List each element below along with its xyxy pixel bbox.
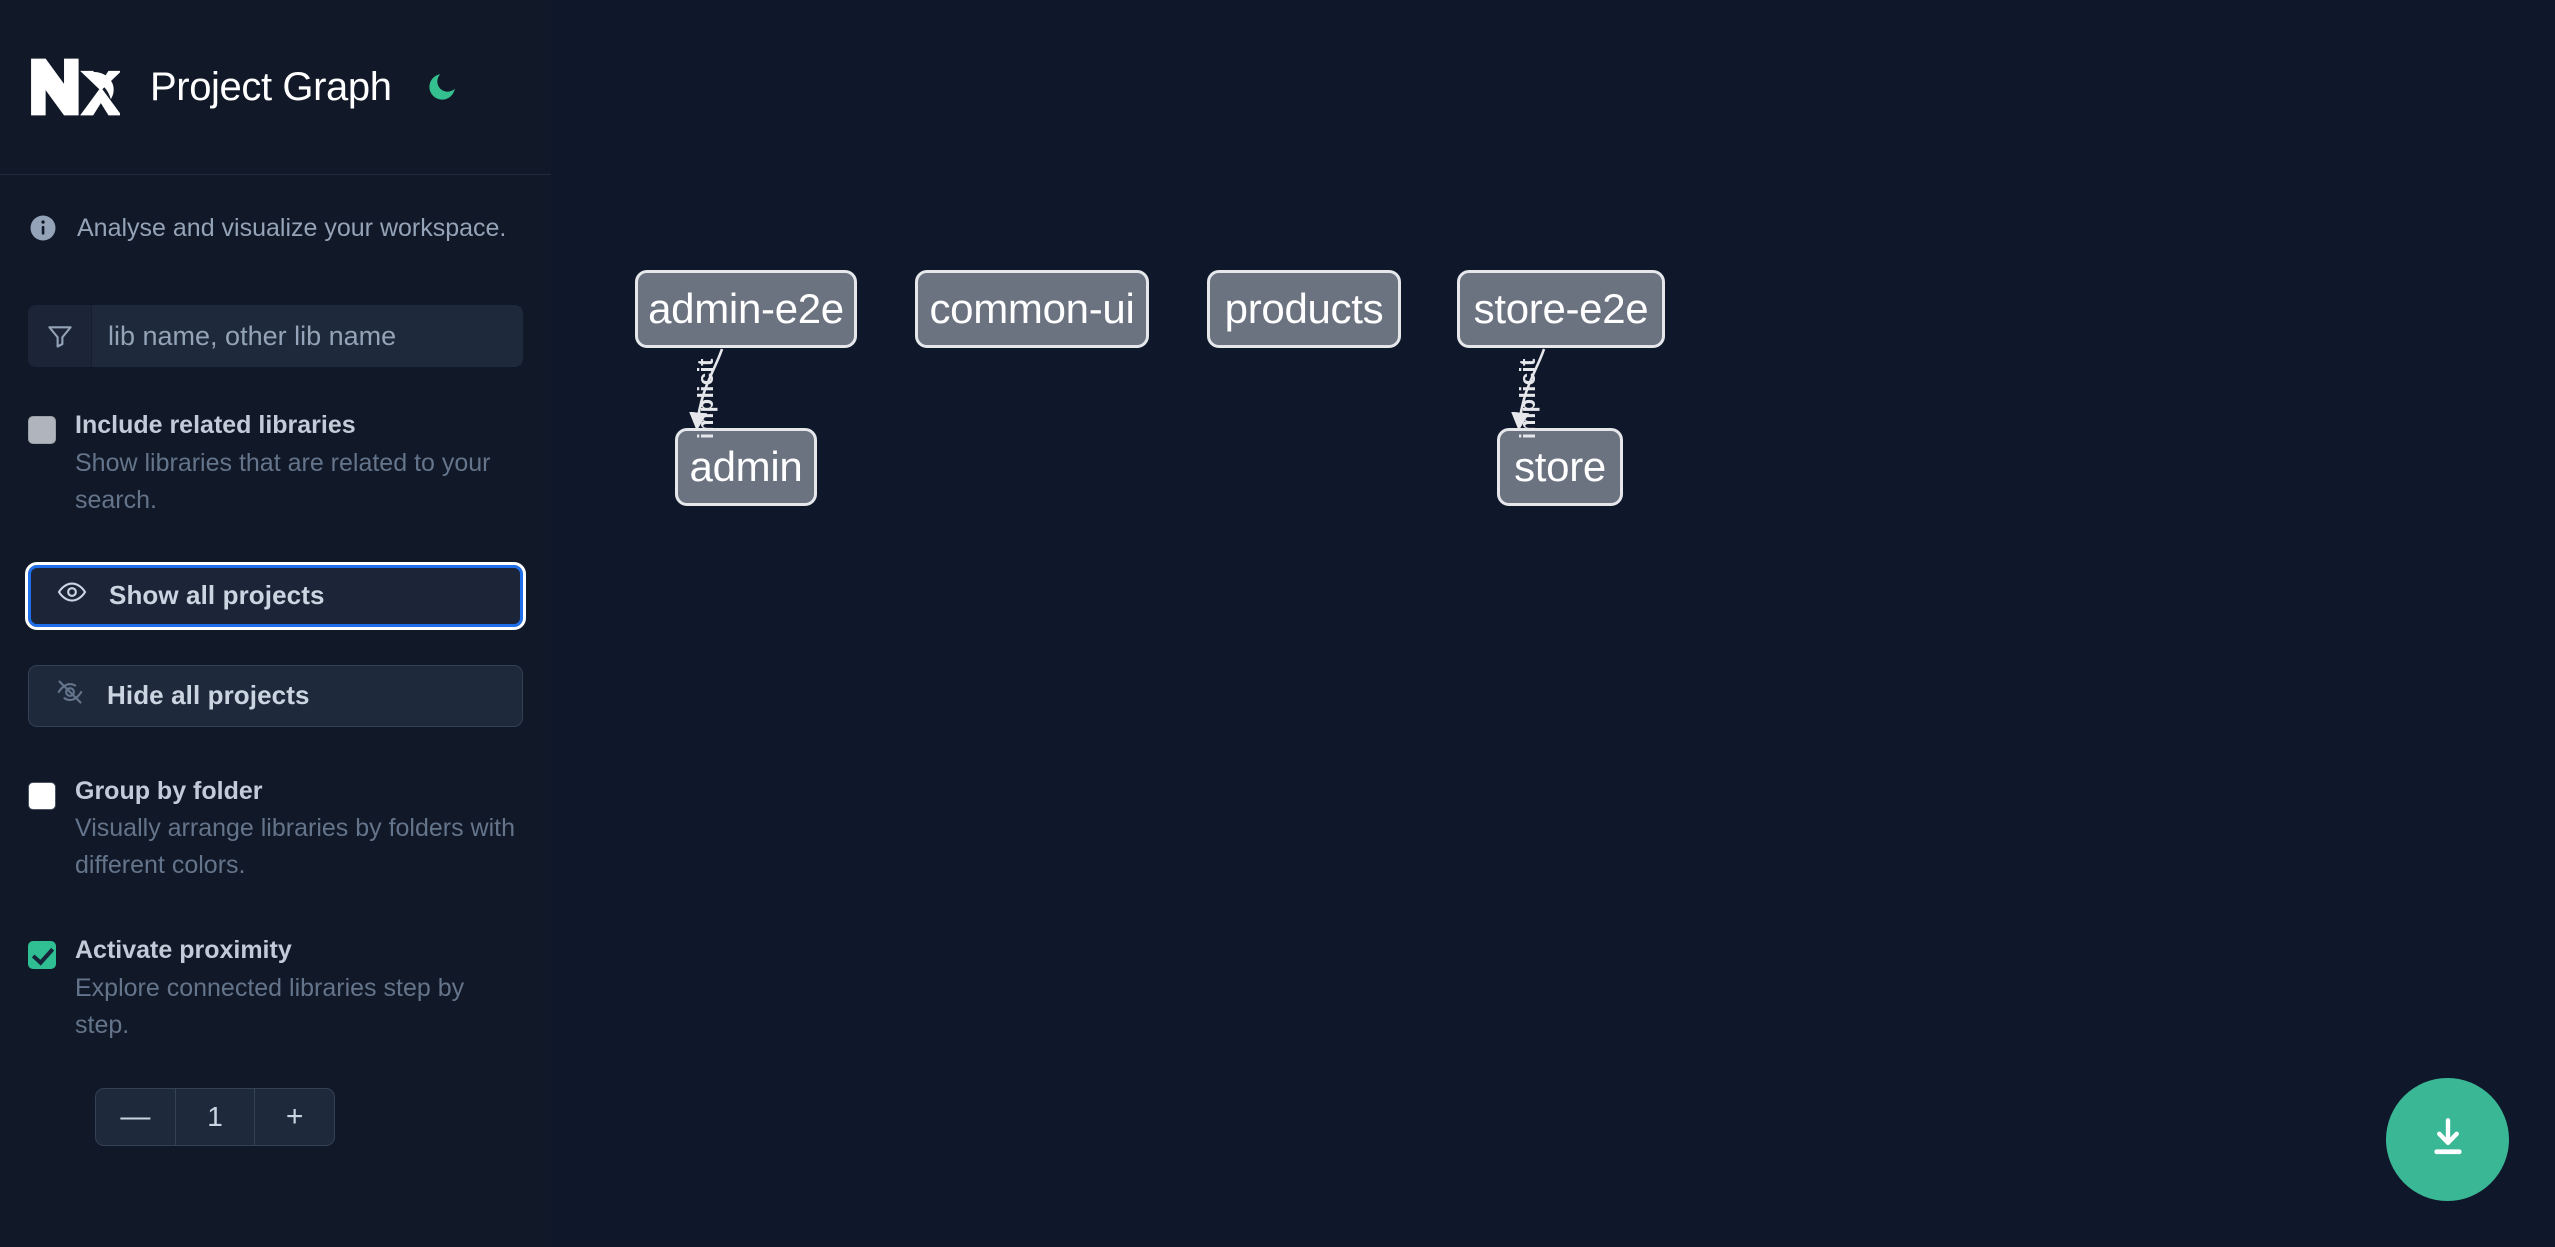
- group-by-folder-checkbox[interactable]: [28, 781, 56, 810]
- funnel-filter-icon[interactable]: [28, 305, 92, 367]
- show-all-projects-button[interactable]: Show all projects: [25, 561, 526, 630]
- proximity-stepper: — 1 +: [95, 1087, 335, 1146]
- activate-proximity-description: Explore connected libraries step by step…: [75, 973, 465, 1039]
- tagline: Analyse and visualize your workspace.: [0, 175, 551, 243]
- eye-icon: [57, 577, 87, 614]
- graph-node-store-e2e[interactable]: store-e2e: [1457, 270, 1665, 348]
- activate-proximity-label: Activate proximity: [75, 936, 292, 964]
- include-related-label: Include related libraries: [75, 411, 356, 439]
- option-activate-proximity[interactable]: Activate proximity Explore connected lib…: [0, 934, 551, 1044]
- proximity-decrement-button[interactable]: —: [120, 1099, 151, 1133]
- sidebar: Project Graph Analyse and visualize your…: [0, 0, 551, 1247]
- group-by-folder-label: Group by folder: [75, 776, 263, 805]
- nx-logo-icon: [28, 55, 122, 119]
- graph-node-common-ui[interactable]: common-ui: [915, 270, 1149, 348]
- graph-node-store[interactable]: store: [1497, 428, 1623, 506]
- info-icon: [28, 213, 58, 243]
- graph-canvas[interactable]: admin-e2e common-ui products store-e2e a…: [567, 0, 2555, 1247]
- activate-proximity-checkbox[interactable]: [28, 941, 56, 969]
- page-title: Project Graph: [150, 64, 392, 109]
- hide-all-projects-label: Hide all projects: [107, 680, 310, 710]
- filter-search-bar: [28, 305, 523, 367]
- option-group-by-folder[interactable]: Group by folder Visually arrange librari…: [0, 775, 551, 885]
- eye-off-icon: [55, 677, 85, 714]
- include-related-checkbox[interactable]: [28, 416, 56, 444]
- graph-node-admin[interactable]: admin: [675, 428, 817, 506]
- proximity-increment-button[interactable]: +: [285, 1099, 304, 1133]
- moon-icon[interactable]: [420, 65, 464, 109]
- include-related-description: Show libraries that are related to your …: [75, 448, 491, 514]
- tagline-text: Analyse and visualize your workspace.: [77, 213, 507, 242]
- graph-node-products[interactable]: products: [1207, 270, 1401, 348]
- hide-all-projects-button[interactable]: Hide all projects: [28, 664, 523, 727]
- option-include-related-libraries[interactable]: Include related libraries Show libraries…: [0, 409, 551, 519]
- sidebar-header: Project Graph: [0, 0, 551, 175]
- proximity-value: 1: [174, 1088, 256, 1145]
- download-icon: [2423, 1113, 2473, 1166]
- graph-edges: [689, 348, 1546, 431]
- group-by-folder-description: Visually arrange libraries by folders wi…: [75, 814, 516, 879]
- show-all-projects-label: Show all projects: [109, 580, 325, 610]
- download-button[interactable]: [2386, 1078, 2509, 1201]
- search-input[interactable]: [92, 305, 523, 367]
- graph-node-admin-e2e[interactable]: admin-e2e: [635, 270, 857, 348]
